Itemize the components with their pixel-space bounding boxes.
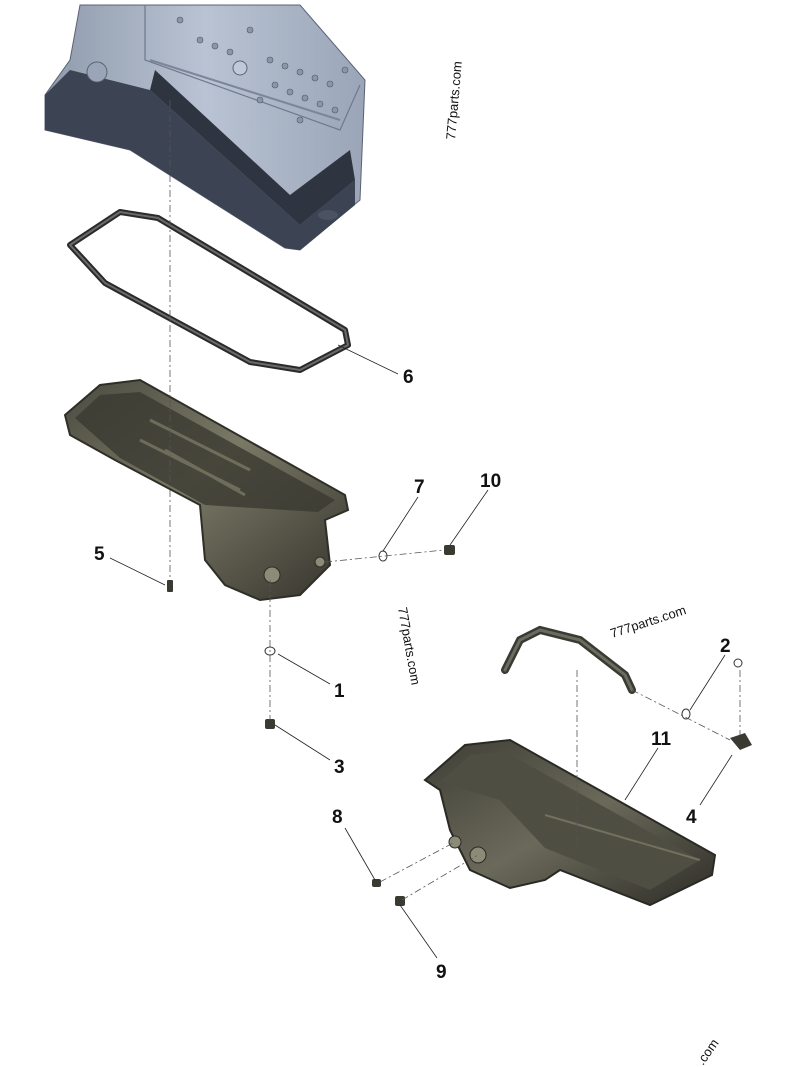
upper-oil-pan <box>63 378 350 602</box>
oil-pan-gasket <box>67 209 351 373</box>
callout-10: 10 <box>480 471 501 492</box>
plug-10 <box>444 545 455 555</box>
watermark-right: 777parts.com <box>608 602 688 641</box>
plug-8 <box>372 879 381 887</box>
callout-2: 2 <box>720 636 731 657</box>
watermark-bottom: .com <box>693 1036 721 1067</box>
dipstick-tube <box>501 625 636 694</box>
bracket-4 <box>730 733 752 750</box>
watermark-middle: 777parts.com <box>395 606 423 686</box>
watermark-top: 777parts.com <box>443 60 465 140</box>
callout-11: 11 <box>651 729 672 750</box>
callout-6: 6 <box>403 367 414 388</box>
engine-block <box>44 4 366 251</box>
o-ring-2 <box>681 708 691 720</box>
callout-4: 4 <box>686 807 697 828</box>
watermarks: 777parts.com 777parts.com 777parts.com .… <box>395 60 722 1067</box>
drain-plug-3 <box>265 719 275 729</box>
callout-8: 8 <box>332 807 343 828</box>
callout-1: 1 <box>334 681 345 702</box>
plug-9 <box>395 896 405 906</box>
callout-labels: 1 2 3 4 5 6 7 8 9 10 11 <box>94 367 731 983</box>
assembly-center-lines <box>169 100 741 901</box>
callout-9: 9 <box>436 962 447 983</box>
leader-lines <box>109 344 733 959</box>
callout-5: 5 <box>94 544 105 565</box>
lower-oil-pan <box>423 738 717 907</box>
callout-7: 7 <box>414 477 425 498</box>
o-ring-top <box>733 658 743 668</box>
callout-3: 3 <box>334 757 345 778</box>
bolt-5 <box>167 580 173 592</box>
